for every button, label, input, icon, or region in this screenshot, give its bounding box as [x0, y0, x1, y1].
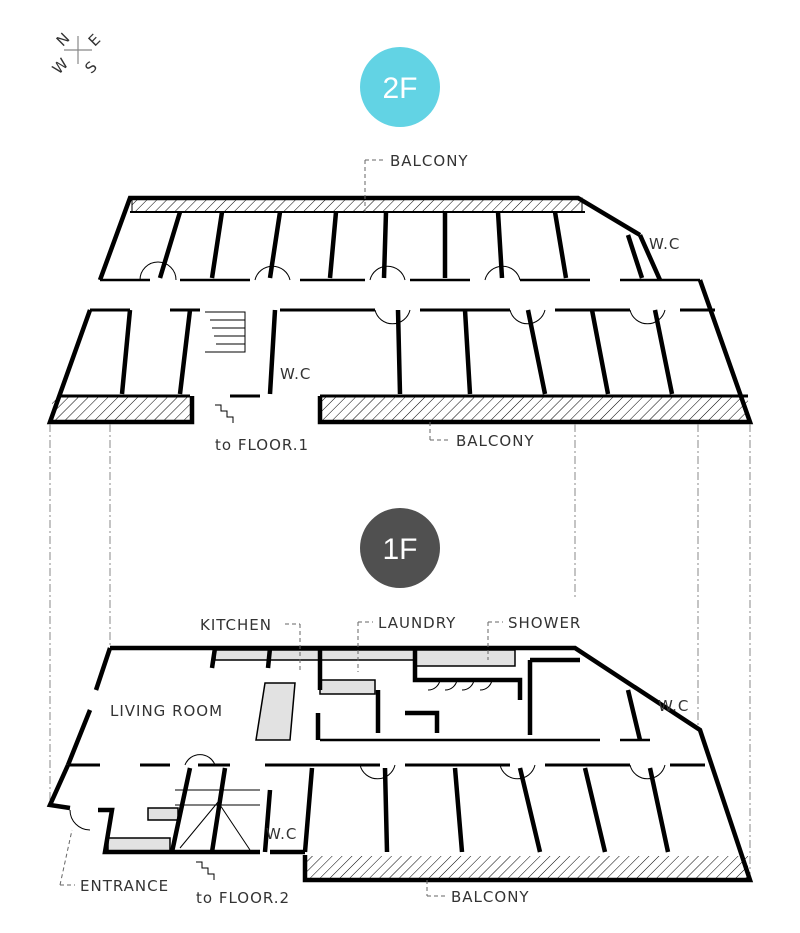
to-floor-2-link[interactable]: to FLOOR.2	[196, 889, 290, 907]
balcony-2f-bottom-label: BALCONY	[456, 432, 535, 450]
balcony-1f	[307, 856, 748, 880]
compass-west: W	[49, 54, 73, 78]
compass-north: N	[53, 29, 74, 50]
wc-2f-center-label: W.C	[280, 365, 311, 383]
to-floor-1-link[interactable]: to FLOOR.1	[215, 436, 309, 454]
wc-1f-right-label: W.C	[658, 697, 689, 715]
floor-2-badge[interactable]: 2F	[360, 47, 440, 127]
balcony-2f-bottom	[320, 396, 748, 422]
kitchen-label: KITCHEN	[200, 616, 272, 634]
compass-icon: N E W S	[49, 29, 105, 78]
stairs-icon	[215, 404, 234, 423]
compass-south: S	[81, 57, 101, 77]
wc-1f-center-label: W.C	[266, 825, 297, 843]
svg-text:1F: 1F	[382, 533, 417, 566]
laundry-label: LAUNDRY	[378, 614, 456, 632]
stairs-icon	[196, 861, 215, 880]
floor-1-plan	[46, 621, 754, 897]
alignment-guides	[49, 424, 751, 880]
balcony-1f-label: BALCONY	[451, 888, 530, 906]
living-room-label: LIVING ROOM	[110, 702, 223, 720]
shower-label: SHOWER	[508, 614, 581, 632]
compass-east: E	[85, 30, 105, 50]
wc-2f-right-label: W.C	[649, 235, 680, 253]
svg-text:2F: 2F	[382, 72, 417, 105]
floor-1-badge[interactable]: 1F	[360, 508, 440, 588]
balcony-2f-left	[52, 396, 192, 422]
floor-2-plan	[46, 159, 754, 441]
balcony-2f-top-label: BALCONY	[390, 152, 469, 170]
entrance-label: ENTRANCE	[80, 877, 169, 895]
